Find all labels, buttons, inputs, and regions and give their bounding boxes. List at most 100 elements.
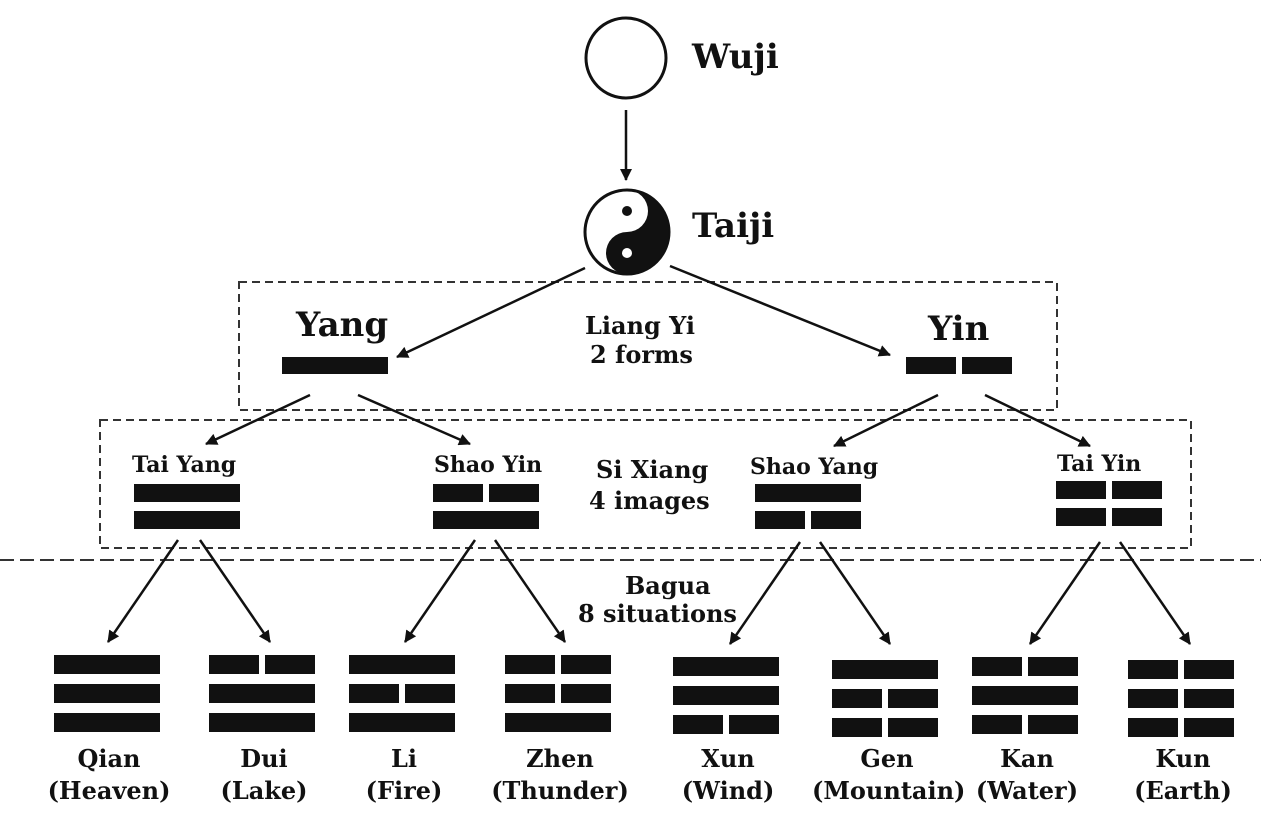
trigram-name-kun: Kun xyxy=(1155,744,1211,773)
trigram-meaning-gen: (Mountain) xyxy=(812,776,966,805)
trigram-xun-line-1-solid xyxy=(673,657,779,676)
yin-label: Yin xyxy=(928,309,990,349)
tai-yin-label: Tai Yin xyxy=(1057,451,1142,477)
trigram-xun-line-3-broken-left xyxy=(673,715,723,734)
arrow-taiji-yin xyxy=(669,264,891,357)
si-xiang-tai-yin-line-1-broken-left xyxy=(1056,481,1106,499)
arrow-yin-taiyin xyxy=(984,393,1091,448)
taiji-symbol xyxy=(583,188,671,276)
trigram-kan-line-1-broken-right xyxy=(1028,657,1078,676)
arrow-taiji-yang xyxy=(396,266,586,359)
bagua-title: Bagua xyxy=(625,571,711,600)
trigram-name-li: Li xyxy=(391,744,417,773)
liang-yi-title: Liang Yi xyxy=(585,311,695,340)
shao-yang-label: Shao Yang xyxy=(750,454,879,480)
trigram-meaning-kan: (Water) xyxy=(975,776,1079,805)
arrow-shaoyang-gen xyxy=(818,541,892,645)
trigram-qian-line-2-solid xyxy=(54,684,160,703)
arrow-yang-shaoyin xyxy=(357,393,471,446)
si-xiang-shao-yin-line-1-broken-right xyxy=(489,484,539,502)
si-xiang-shao-yang-line-2-broken-right xyxy=(811,511,861,529)
si-xiang-shao-yang-line-2-broken-left xyxy=(755,511,805,529)
trigram-xun-line-2-solid xyxy=(673,686,779,705)
arrow-shaoyang-xun xyxy=(728,541,802,645)
yang-label: Yang xyxy=(296,305,389,345)
trigram-name-gen: Gen xyxy=(860,744,914,773)
trigram-gen-line-1-solid xyxy=(832,660,938,679)
liang-yi-yin-line-1-broken-right xyxy=(962,357,1012,374)
trigram-meaning-qian: (Heaven) xyxy=(47,776,171,805)
si-xiang-subtitle: 4 images xyxy=(589,486,710,515)
trigram-meaning-dui: (Lake) xyxy=(220,776,308,805)
trigram-kan-line-1-broken-left xyxy=(972,657,1022,676)
trigram-zhen-line-3-solid xyxy=(505,713,611,732)
wuji-label: Wuji xyxy=(692,37,779,77)
si-xiang-title: Si Xiang xyxy=(596,455,709,484)
si-xiang-tai-yin-line-2-broken-left xyxy=(1056,508,1106,526)
trigram-kun-line-3-broken-left xyxy=(1128,718,1178,737)
trigram-kan-line-3-broken-right xyxy=(1028,715,1078,734)
trigram-zhen-line-2-broken-left xyxy=(505,684,555,703)
si-xiang-tai-yin-line-2-broken-right xyxy=(1112,508,1162,526)
trigram-kun-line-2-broken-right xyxy=(1184,689,1234,708)
trigram-zhen-line-2-broken-right xyxy=(561,684,611,703)
arrow-taiyin-kan xyxy=(1028,541,1102,645)
tai-yang-label: Tai Yang xyxy=(132,452,237,478)
arrow-taiyang-qian xyxy=(106,539,180,643)
arrow-taiyin-kun xyxy=(1118,541,1192,645)
trigram-gen-line-3-broken-left xyxy=(832,718,882,737)
trigram-kan-line-3-broken-left xyxy=(972,715,1022,734)
si-xiang-tai-yang-line-1-solid xyxy=(134,484,240,502)
trigram-zhen-line-1-broken-right xyxy=(561,655,611,674)
trigram-dui-line-3-solid xyxy=(209,713,315,732)
bagua-subtitle: 8 situations xyxy=(578,599,737,628)
trigram-name-qian: Qian xyxy=(77,744,141,773)
trigram-li-line-2-broken-left xyxy=(349,684,399,703)
trigram-dui-line-1-broken-right xyxy=(265,655,315,674)
liang-yi-subtitle: 2 forms xyxy=(590,340,693,369)
trigram-kan-line-2-solid xyxy=(972,686,1078,705)
si-xiang-shao-yin-line-1-broken-left xyxy=(433,484,483,502)
trigram-meaning-kun: (Earth) xyxy=(1134,776,1232,805)
trigram-li-line-1-solid xyxy=(349,655,455,674)
si-xiang-shao-yang-line-1-solid xyxy=(755,484,861,502)
trigram-kun-line-3-broken-right xyxy=(1184,718,1234,737)
trigram-dui-line-2-solid xyxy=(209,684,315,703)
trigram-qian-line-1-solid xyxy=(54,655,160,674)
trigram-name-dui: Dui xyxy=(240,744,288,773)
trigram-zhen-line-1-broken-left xyxy=(505,655,555,674)
arrow-yang-taiyang xyxy=(205,393,311,446)
trigram-kun-line-2-broken-left xyxy=(1128,689,1178,708)
trigram-kun-line-1-broken-right xyxy=(1184,660,1234,679)
arrow-shaoyin-zhen xyxy=(493,539,567,643)
trigram-meaning-xun: (Wind) xyxy=(681,776,775,805)
taiji-label: Taiji xyxy=(692,206,775,246)
trigram-li-line-2-broken-right xyxy=(405,684,455,703)
si-xiang-tai-yang-line-2-solid xyxy=(134,511,240,529)
trigram-name-zhen: Zhen xyxy=(526,744,594,773)
arrow-yin-shaoyang xyxy=(833,393,939,448)
si-xiang-box xyxy=(99,419,1192,549)
line-symbols xyxy=(54,357,1234,737)
trigram-gen-line-2-broken-left xyxy=(832,689,882,708)
trigram-kun-line-1-broken-left xyxy=(1128,660,1178,679)
liang-yi-yin-line-1-broken-left xyxy=(906,357,956,374)
trigram-li-line-3-solid xyxy=(349,713,455,732)
trigram-meaning-li: (Fire) xyxy=(365,776,443,805)
trigram-name-xun: Xun xyxy=(701,744,755,773)
trigram-dui-line-1-broken-left xyxy=(209,655,259,674)
liang-yi-box xyxy=(238,281,1058,411)
si-xiang-shao-yin-line-2-solid xyxy=(433,511,539,529)
trigram-meaning-zhen: (Thunder) xyxy=(491,776,629,805)
si-xiang-tai-yin-line-1-broken-right xyxy=(1112,481,1162,499)
shao-yin-label: Shao Yin xyxy=(434,452,543,478)
trigram-qian-line-3-solid xyxy=(54,713,160,732)
trigram-xun-line-3-broken-right xyxy=(729,715,779,734)
arrow-taiyang-dui xyxy=(198,539,272,643)
trigram-gen-line-3-broken-right xyxy=(888,718,938,737)
trigram-gen-line-2-broken-right xyxy=(888,689,938,708)
wuji-circle xyxy=(584,16,668,100)
arrow-shaoyin-li xyxy=(403,539,477,643)
liang-yi-yang-line-1-solid xyxy=(282,357,388,374)
